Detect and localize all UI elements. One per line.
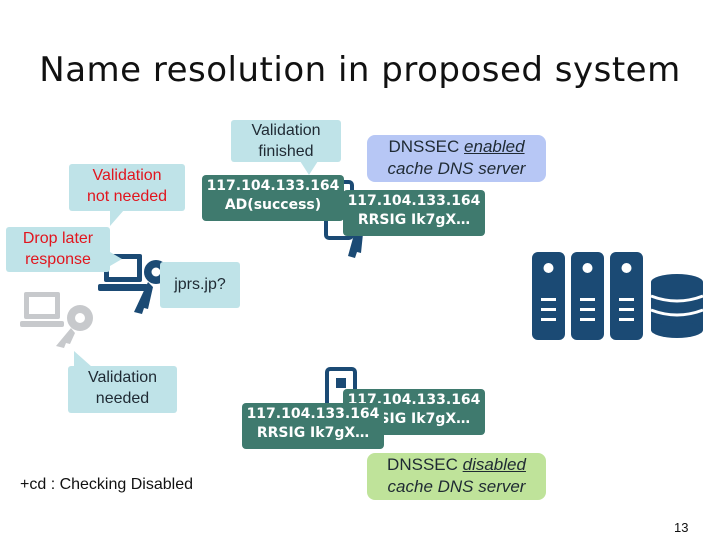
bubble-line: finished [258, 143, 314, 160]
authoritative-servers-icon [532, 252, 704, 340]
client-laptop-key-icon [20, 292, 93, 348]
bubble-line: response [25, 251, 91, 268]
bubble-drop-later-response: Drop later response [6, 227, 110, 272]
bubble-validation-needed: Validation needed [68, 366, 177, 413]
record-signature: RRSIG Ik7gX… [357, 212, 471, 228]
server-label-line2: cache DNS server [387, 159, 526, 178]
server-label-line1: DNSSEC enabled [388, 137, 525, 156]
server-mode: enabled [464, 137, 525, 156]
dns-record-rrsig-bottom-front: 117.104.133.164 RRSIG Ik7gX… [242, 403, 384, 449]
bubble-line: not needed [86, 188, 168, 205]
page-number: 13 [674, 520, 689, 535]
dns-record-rrsig-top: 117.104.133.164 RRSIG Ik7gX… [343, 190, 485, 236]
server-mode: disabled [462, 455, 526, 474]
footnote: +cd : Checking Disabled [20, 476, 193, 493]
bubble-validation-finished: Validation finished [231, 120, 341, 162]
bubble-line: Validation [92, 167, 162, 184]
dns-record-ad-success: 117.104.133.164 AD(success) [202, 175, 344, 221]
bubble-line: needed [95, 390, 150, 407]
bubble-line: Validation [251, 122, 321, 139]
enabled-server-label: DNSSEC enabled cache DNS server [367, 135, 546, 182]
bubble-line: Validation [87, 369, 158, 386]
query-bubble: jprs.jp? [160, 262, 240, 308]
record-signature: RRSIG Ik7gX… [357, 411, 471, 427]
disabled-server-label: DNSSEC disabled cache DNS server [367, 453, 546, 500]
bubble-tail [300, 161, 318, 175]
record-address: 117.104.133.164 [347, 193, 481, 209]
bubble-tail [74, 351, 92, 367]
bubble-tail [110, 210, 124, 226]
record-address: 117.104.133.164 [206, 178, 340, 194]
page-title: Name resolution in proposed system [39, 50, 681, 90]
bubble-line: Drop later [22, 230, 94, 247]
database-icon [651, 274, 703, 338]
server-label-line2: cache DNS server [387, 477, 526, 496]
bubble-tail [110, 252, 122, 266]
bubble-validation-not-needed: Validation not needed [69, 164, 185, 211]
record-signature: RRSIG Ik7gX… [256, 425, 370, 441]
server-label-line1: DNSSEC disabled [387, 455, 526, 474]
record-address: 117.104.133.164 [246, 406, 380, 422]
record-flag: AD(success) [224, 197, 322, 213]
